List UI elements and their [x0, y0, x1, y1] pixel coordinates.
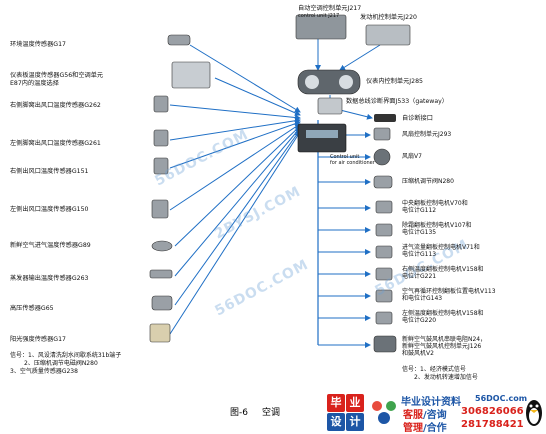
banner-logo-char: 毕	[327, 394, 345, 412]
label-dash-temp-sensor: 仪表板温度传感器G56和空调单元	[10, 72, 104, 79]
banner-logo-char: 业	[346, 394, 364, 412]
label-climate-ecu: 自动空调控制单元J217	[298, 5, 362, 12]
label-compressor-valve: 压缩机调节阀N280	[402, 178, 454, 185]
label-central-flap-motor: 中央翻板控制电机V70和	[402, 200, 468, 207]
label-intake-flap-motor: 进气流量翻板控制电机V71和	[402, 244, 480, 251]
left-signal-2: 2、压缩机调节电磁阀N280	[24, 360, 98, 367]
right-signal-2: 2、发动机转速增加信号	[414, 374, 478, 381]
banner-service-label: 客服	[403, 410, 423, 421]
left-signal-1: 信号：1、风设清洗刮水间歇系统31b端子	[10, 352, 122, 359]
label-recirc-flap-motor: 空气再循环控制翻板位置电机V113	[402, 288, 496, 295]
banner-service-label-b: /咨询	[423, 410, 447, 421]
label-intake-flap-pot: 电位计G113	[402, 251, 437, 258]
label-right-foot-sensor: 右侧脚窝出风口温度传感器G262	[10, 102, 101, 109]
label-dash-temp-sensor-2: E87内的温度选择	[10, 80, 59, 87]
label-blower: 和鼓风机V2	[402, 350, 434, 357]
label-climate-ecu-sub: control unit J217	[298, 13, 340, 19]
label-sunlight-sensor: 阳光强度传感器G17	[10, 336, 66, 343]
label-right-temp-flap-pot: 电位计G221	[402, 273, 437, 280]
banner-logo-char: 设	[327, 413, 345, 431]
label-blower-resistor: 新鲜空气鼓风机串联电阻N24，	[402, 336, 487, 343]
input-arrows	[169, 44, 301, 335]
output-arrows	[318, 132, 371, 348]
label-fan-ecu: 风扇控制单元J293	[402, 131, 452, 138]
label-control-unit-en2: for air conditioner	[330, 160, 375, 166]
label-fresh-air-sensor: 新鲜空气进气温度传感器G89	[10, 242, 91, 249]
banner-manage-label-b: /合作	[423, 423, 447, 434]
label-left-vent-sensor: 左侧出风口温度传感器G150	[10, 206, 89, 213]
banner-logo-char: 计	[346, 413, 364, 431]
label-evaporator-sensor: 蒸发器输出温度传感器G263	[10, 275, 89, 282]
label-central-flap-pot: 电位计G112	[402, 207, 437, 214]
banner-manage-label: 管理	[403, 423, 423, 434]
figure-caption: 空调	[262, 408, 281, 418]
label-engine-ecu: 发动机控制单元J220	[360, 14, 417, 21]
people-icon	[372, 401, 396, 424]
left-signal-3: 3、空气质量传感器G238	[10, 368, 78, 375]
label-gateway: 数据总线诊断界面J533（gateway）	[346, 98, 448, 105]
label-left-foot-sensor: 左侧脚窝出风口温度传感器G261	[10, 140, 101, 147]
actuator-icons	[373, 127, 397, 353]
banner-url: 56DOC.com	[475, 394, 528, 403]
top-ecus	[295, 14, 411, 153]
label-blower-ecu: 新鲜空气鼓风机控制单元J126	[402, 343, 482, 350]
label-instrument-ecu: 仪表内控制单元J285	[366, 78, 423, 85]
label-left-temp-flap-motor: 左侧温度翻板控制电机V158和	[402, 310, 484, 317]
label-control-unit-en: Control unit	[330, 154, 360, 160]
label-fan: 风扇V7	[402, 153, 422, 160]
penguin-icon	[526, 400, 542, 426]
sensor-icons	[149, 34, 211, 343]
label-self-diagnosis: 自诊断接口	[402, 115, 433, 122]
label-left-temp-flap-pot: 电位计G220	[402, 317, 437, 324]
figure-number: 图-6	[230, 408, 248, 418]
label-defrost-flap-pot: 电位计G135	[402, 229, 437, 236]
label-right-temp-flap-motor: 右侧温度翻板控制电机V158和	[402, 266, 484, 273]
label-ambient-temp-sensor: 环境温度传感器G17	[10, 41, 66, 48]
label-recirc-flap-pot: 和电位计G143	[402, 295, 443, 302]
right-signal-1: 信号：1、经济模式信号	[402, 366, 466, 373]
banner-phone-1[interactable]: 306826066	[461, 406, 524, 417]
banner-phone-2[interactable]: 281788421	[461, 419, 524, 430]
label-high-pressure-sensor: 高压传感器G65	[10, 305, 54, 312]
ad-banner[interactable]: 毕 业 设 计 毕业设计资料 56DOC.com 客服 /咨询 30682606…	[327, 392, 546, 434]
banner-site: 毕业设计资料	[401, 397, 461, 408]
label-defrost-flap-motor: 除霜翻板控制电机V107和	[402, 222, 472, 229]
label-right-vent-sensor: 右侧出风口温度传感器G151	[10, 168, 89, 175]
